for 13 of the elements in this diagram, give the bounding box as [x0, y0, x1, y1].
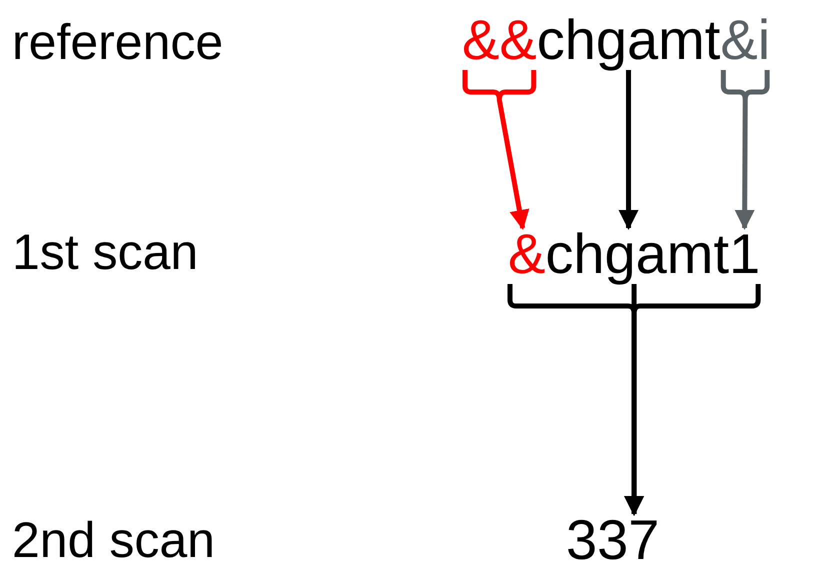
code-token: &&: [462, 8, 537, 72]
code-token: &: [508, 222, 546, 286]
code-token: chgamt: [536, 8, 720, 72]
row-label: 1st scan: [12, 223, 198, 282]
arrow: [462, 68, 536, 230]
row-label: 2nd scan: [12, 511, 215, 570]
row-label: reference: [12, 13, 224, 72]
arrow: [720, 68, 770, 230]
code-token: 337: [566, 508, 660, 572]
arrow: [618, 70, 639, 230]
code-token: 1: [729, 222, 760, 286]
code-token: chgamt: [545, 222, 729, 286]
code-token: &i: [720, 8, 770, 72]
